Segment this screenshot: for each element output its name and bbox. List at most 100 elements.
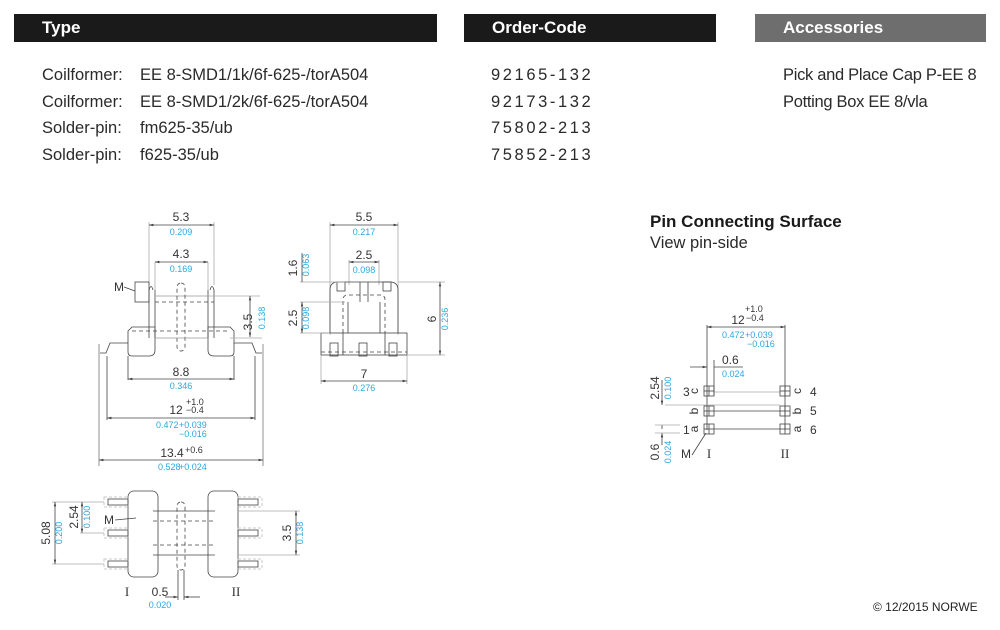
dim-label: 7: [361, 367, 368, 381]
pin-number: 5: [810, 404, 817, 418]
dim-label-inch: 0.024: [663, 441, 673, 464]
dim-label-inch: 0.217: [353, 227, 376, 237]
dim-tolerance: −0.4: [746, 313, 764, 323]
dim-label-inch: 0.100: [82, 506, 92, 529]
dim-label-inch: 0.020: [149, 600, 172, 610]
type-row-label: Solder-pin:: [42, 119, 122, 137]
dim-label: 12: [169, 403, 183, 417]
marker-m: M: [104, 513, 114, 527]
type-row: Coilformer: EE 8-SMD1/1k/6f-625-/torA504: [42, 62, 368, 89]
side-view-drawing: [300, 222, 445, 384]
bottom-view-drawing: [52, 490, 300, 600]
dim-label: 1.6: [286, 259, 300, 276]
dim-label: 2.54: [648, 376, 662, 400]
dim-label: 12: [731, 313, 745, 327]
type-header: Type: [14, 14, 437, 42]
dim-label: 4.3: [173, 247, 190, 261]
pin-letter: a: [687, 425, 701, 432]
accessory-item: Pick and Place Cap P-EE 8: [783, 66, 977, 84]
type-row: Solder-pin: fm625-35/ub: [42, 115, 368, 142]
front-view-drawing: [98, 222, 264, 466]
dim-label: 2.54: [67, 505, 81, 529]
dim-tolerance-inch: −0.016: [747, 339, 775, 349]
dim-label-inch: 0.472: [156, 420, 179, 430]
order-code-list: 92165-132 92173-132 75802-213 75852-213: [491, 62, 593, 168]
dim-label-inch: 0.138: [295, 522, 305, 545]
type-row-value: EE 8-SMD1/1k/6f-625-/torA504: [140, 66, 369, 84]
type-row-value: EE 8-SMD1/2k/6f-625-/torA504: [140, 92, 369, 111]
dim-label-inch: 0.098: [353, 265, 376, 275]
pin-number: 6: [810, 423, 817, 437]
dim-label-inch: 0.138: [257, 307, 267, 330]
dim-label: 0.6: [722, 353, 739, 367]
dim-tolerance: +1.0: [745, 304, 763, 314]
dim-tolerance-inch: +0.039: [745, 330, 773, 340]
order-code: 75852-213: [491, 145, 594, 164]
order-code-header-label: Order-Code: [492, 18, 587, 37]
pin-letter: b: [790, 407, 804, 414]
type-header-label: Type: [42, 18, 81, 37]
type-row-label: Solder-pin:: [42, 145, 122, 164]
type-row-label: Coilformer:: [42, 92, 123, 111]
dim-tolerance-inch: +0.024: [179, 462, 207, 472]
marker-m: M: [681, 447, 691, 461]
side-label-2: II: [781, 446, 790, 461]
order-code: 92165-132: [491, 66, 594, 84]
dim-label-inch: 0.098: [301, 307, 311, 330]
dim-label: 5.3: [173, 210, 190, 224]
type-row-value: fm625-35/ub: [140, 119, 233, 137]
dim-tolerance-inch: −0.016: [179, 429, 207, 439]
dim-label-inch: 0.169: [170, 264, 193, 274]
pin-number: 3: [683, 385, 690, 399]
type-list: Coilformer:EE 8-SMD1/1k/6f-625-/torA504 …: [42, 62, 368, 168]
dim-label: 3.5: [280, 524, 294, 541]
pin-number: 1: [683, 423, 690, 437]
dim-label: 3.5: [241, 313, 255, 330]
side-label-1: I: [125, 584, 129, 599]
dim-tolerance: −0.4: [186, 405, 204, 415]
type-row-label: Coilformer:: [42, 66, 123, 84]
pin-letter: c: [790, 388, 804, 394]
dim-label-inch: 0.236: [440, 308, 450, 331]
dim-label: 13.4: [160, 446, 184, 460]
dim-label-inch: 0.024: [722, 369, 745, 379]
dim-label-inch: 0.276: [353, 383, 376, 393]
dim-label: 0.5: [152, 585, 169, 599]
dim-label-inch: 0.346: [170, 381, 193, 391]
dim-label: 6: [425, 315, 439, 322]
dim-label-inch: 0.063: [301, 254, 311, 277]
dim-label: 5.08: [39, 521, 53, 545]
type-row-value: f625-35/ub: [140, 145, 219, 164]
pin-surface-title: Pin Connecting Surface: [650, 212, 842, 231]
accessories-list: Pick and Place Cap P-EE 8 Potting Box EE…: [783, 62, 977, 115]
dim-label: 5.5: [356, 210, 373, 224]
order-code-header: Order-Code: [464, 14, 716, 42]
dim-label: 8.8: [173, 365, 190, 379]
dim-label: 2.5: [286, 309, 300, 326]
pin-surface-subtitle: View pin-side: [650, 234, 748, 252]
type-row: Coilformer: EE 8-SMD1/2k/6f-625-/torA504: [42, 89, 368, 116]
accessories-header-label: Accessories: [783, 18, 884, 37]
accessory-item: Potting Box EE 8/vla: [783, 92, 928, 111]
dim-tolerance: +1.0: [186, 397, 204, 407]
dim-label-inch: 0.100: [663, 377, 673, 400]
pin-letter: c: [687, 388, 701, 394]
order-code: 75802-213: [491, 119, 594, 137]
dim-tolerance-inch: +0.039: [179, 420, 207, 430]
dim-label: 0.6: [648, 443, 662, 460]
dim-tolerance: +0.6: [185, 445, 203, 455]
pin-letter: b: [687, 407, 701, 414]
pin-number: 4: [810, 385, 817, 399]
order-code: 92173-132: [491, 92, 594, 111]
side-label-1: I: [707, 446, 711, 461]
dim-label-inch: 0.472: [722, 330, 745, 340]
side-label-2: II: [232, 584, 241, 599]
marker-m: M: [114, 280, 124, 294]
type-row: Solder-pin: f625-35/ub: [42, 142, 368, 169]
dim-label-inch: 0.200: [54, 522, 64, 545]
accessories-header: Accessories: [755, 14, 986, 42]
pin-layout-drawing: [655, 325, 791, 456]
pin-letter: a: [790, 425, 804, 432]
copyright: © 12/2015 NORWE: [873, 600, 978, 614]
